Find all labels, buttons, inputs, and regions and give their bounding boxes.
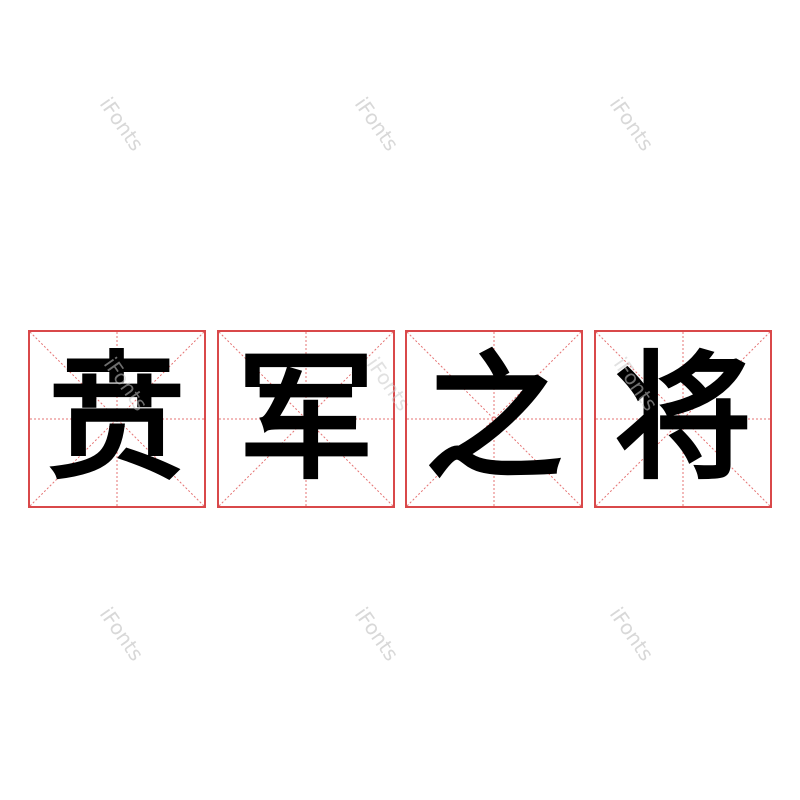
grid-guides-icon — [407, 332, 581, 506]
watermark-top-center: iFonts — [349, 92, 404, 156]
character-cell-2: 军 iFonts — [217, 330, 416, 508]
grid-guides-icon — [596, 332, 770, 506]
watermark-top-right: iFonts — [604, 92, 659, 156]
watermark-bottom-center: iFonts — [349, 602, 404, 666]
grid-guides-icon — [219, 332, 393, 506]
character-cell-3: 之 — [405, 330, 583, 508]
character-glyph: 之 — [424, 338, 563, 499]
watermark-bottom-right: iFonts — [604, 602, 659, 666]
character-glyph: 军 — [236, 338, 375, 499]
character-glyph: 将 — [613, 338, 752, 499]
watermark-bottom-left: iFonts — [94, 602, 149, 666]
character-cell-1: 贲 iFonts — [28, 330, 206, 508]
grid-guides-icon — [30, 332, 204, 506]
character-cell-4: 将 iFonts — [594, 330, 772, 508]
character-glyph: 贲 — [47, 338, 186, 499]
watermark-top-left: iFonts — [94, 92, 149, 156]
